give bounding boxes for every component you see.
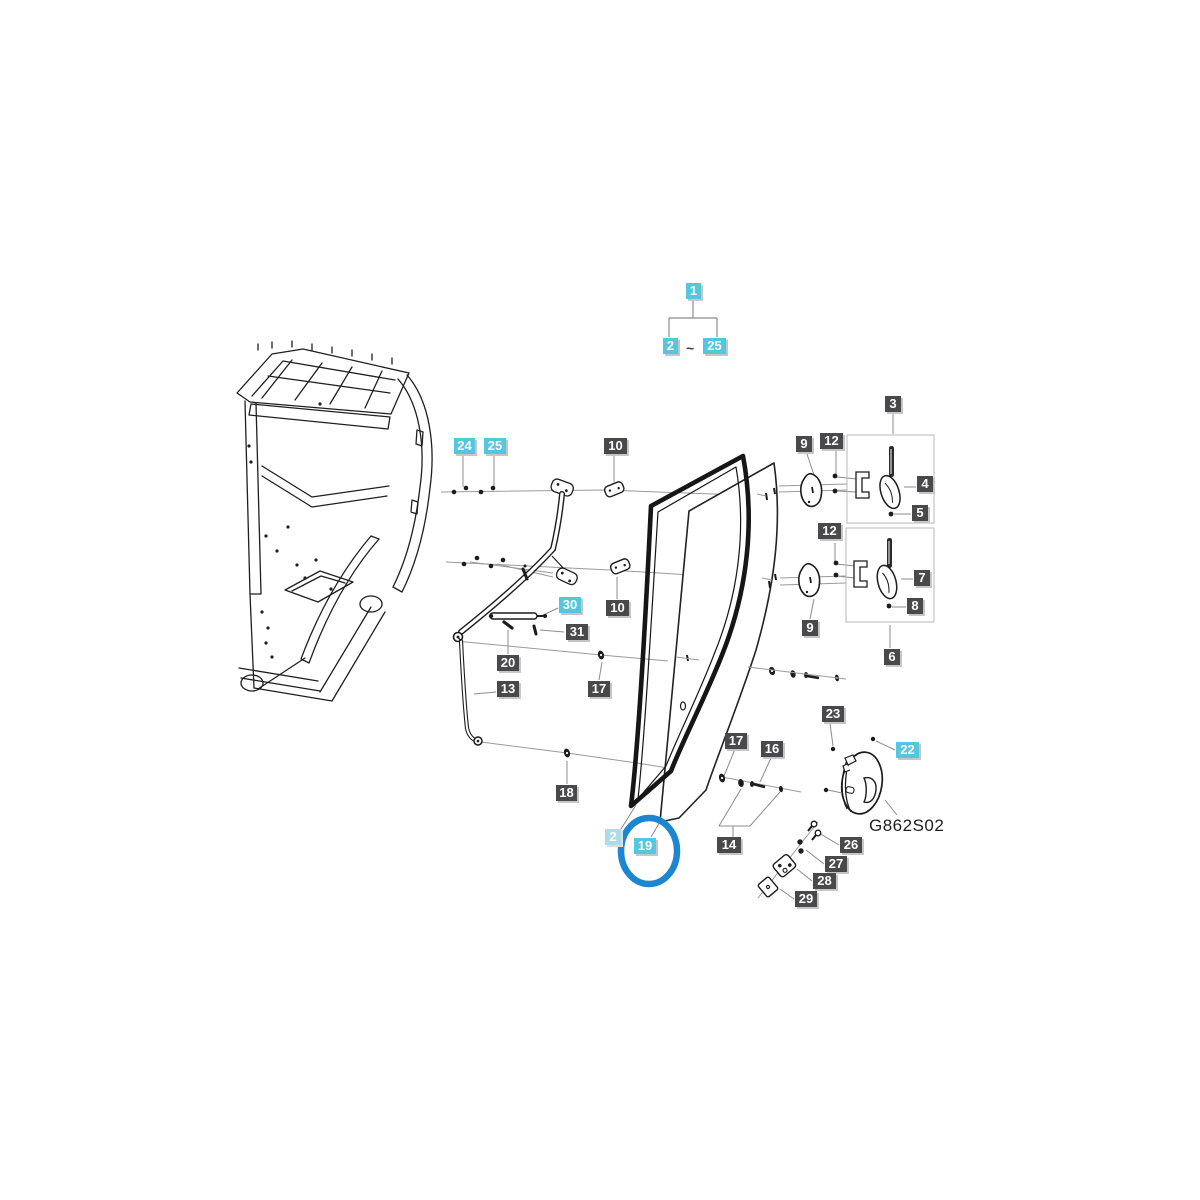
- pin-31-drawing: [532, 624, 538, 636]
- hinge-group-upper: [832, 434, 935, 524]
- leader-lines: [462, 413, 916, 900]
- door-glass-drawing: [659, 462, 848, 823]
- latch-plate-29: [757, 876, 779, 898]
- legend-separator: ~: [686, 340, 695, 356]
- grommets-drawing: [563, 650, 726, 783]
- cab-bolt-dots: [247, 402, 333, 659]
- door-seal-drawing: [628, 453, 751, 809]
- spacer-plates-drawing: [603, 481, 631, 575]
- hinge-plate-7: [876, 564, 898, 600]
- figure-code: G862S02: [869, 816, 945, 835]
- latch-lever-tab: [842, 754, 857, 773]
- lower-washer-row-drawing: [738, 779, 784, 793]
- support-rod-drawing: [457, 636, 483, 746]
- hinge-bracket-lower: [853, 560, 868, 588]
- latch-plate-28: [772, 853, 797, 878]
- door-latch-handle-drawing: [823, 736, 884, 815]
- hinge-plate-4: [879, 474, 901, 510]
- gas-strut-drawing: [488, 612, 547, 636]
- highlight-circle: [617, 814, 681, 888]
- hinge-group-lower: [833, 527, 935, 623]
- mounting-bolts-drawing: [451, 485, 506, 569]
- pin-20-drawing: [502, 620, 514, 630]
- handle-rail-drawing: [452, 478, 578, 643]
- cab-frame-drawing: [236, 340, 433, 702]
- legend-tree-lines: [668, 300, 718, 337]
- hinge-plates-9-drawing: [798, 472, 823, 598]
- hinge-bracket-upper: [855, 471, 870, 499]
- latch-hardware-drawing: [757, 820, 822, 898]
